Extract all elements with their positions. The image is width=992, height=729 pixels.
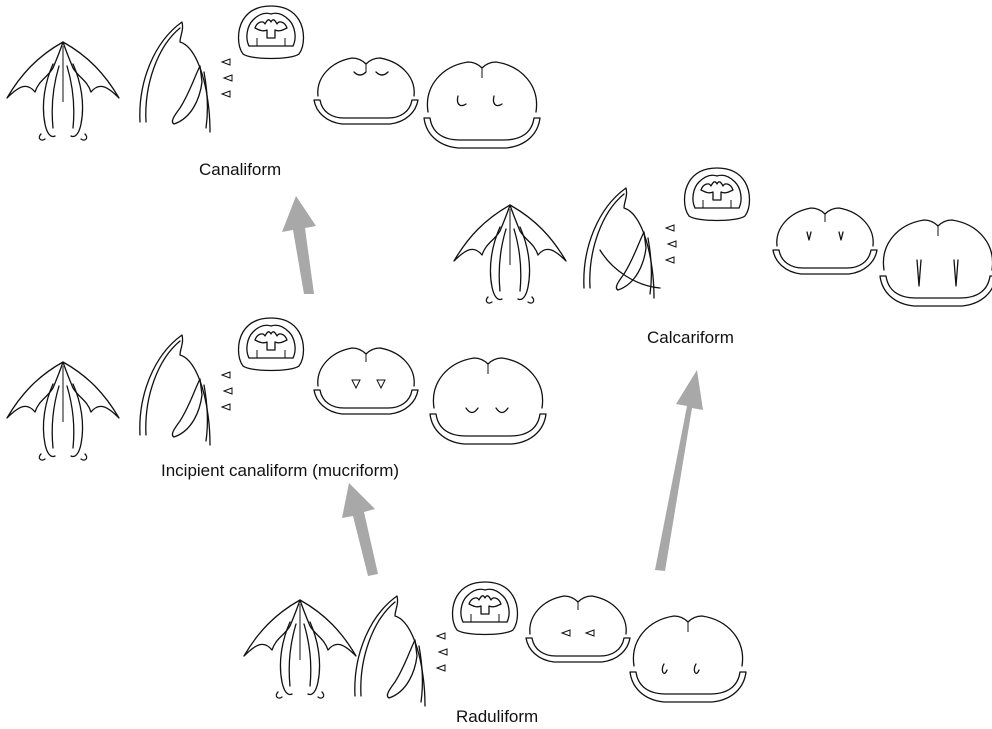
canaliform-figure-row bbox=[7, 6, 540, 148]
arrow-incipient-to-canaliform bbox=[282, 196, 316, 294]
raduliform-figure-row bbox=[244, 582, 746, 706]
label-canaliform: Canaliform bbox=[199, 160, 281, 180]
incipient-figure-row bbox=[7, 318, 546, 460]
label-calcariform: Calcariform bbox=[647, 328, 734, 348]
arrow-raduliform-to-incipient bbox=[342, 483, 378, 576]
label-raduliform: Raduliform bbox=[456, 707, 538, 727]
calcariform-figure-row bbox=[454, 168, 992, 306]
arrow-raduliform-to-calcariform bbox=[655, 370, 703, 571]
label-incipient-canaliform: Incipient canaliform (mucriform) bbox=[161, 461, 399, 481]
